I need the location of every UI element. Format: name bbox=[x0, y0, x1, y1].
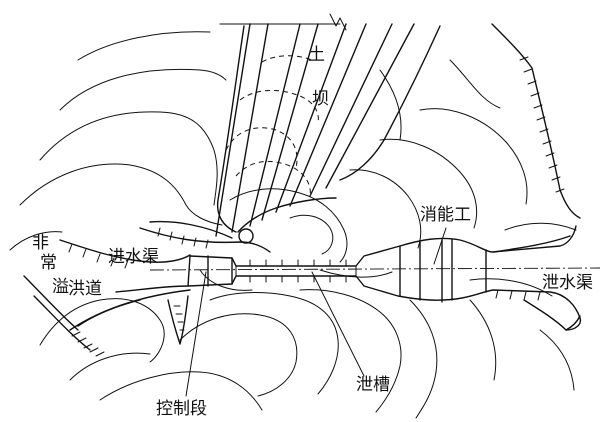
label-outlet-channel: 泄水渠 bbox=[542, 273, 593, 293]
spillway-lower-wall bbox=[187, 275, 582, 331]
outlet-tail bbox=[523, 299, 581, 331]
contour-line bbox=[409, 299, 438, 419]
contour-line bbox=[319, 269, 393, 278]
label-control-section: 控制段 bbox=[156, 399, 207, 419]
inlet-left-upper-bank bbox=[59, 239, 191, 263]
chute-wall-hatch bbox=[249, 275, 347, 283]
leader-chute bbox=[311, 271, 365, 377]
inlet-upper-bank bbox=[139, 227, 271, 253]
contour-line bbox=[19, 163, 223, 226]
emergency-inner-bank bbox=[77, 299, 141, 327]
earth-dam bbox=[215, 13, 441, 244]
label-energy-dissipator: 消能工 bbox=[420, 205, 471, 225]
spillway-upper-wall bbox=[189, 225, 577, 267]
dam-berm-line bbox=[325, 23, 415, 189]
dam-dashed-contour bbox=[235, 160, 311, 197]
label-chute: 泄槽 bbox=[356, 375, 390, 395]
label-dam-char1: 土 bbox=[308, 45, 325, 65]
label-inlet-channel: 进水渠 bbox=[108, 247, 159, 267]
label-emergency-char1: 非 bbox=[32, 233, 49, 253]
label-flood-road: 洪道 bbox=[68, 279, 102, 299]
emergency-hatching bbox=[71, 331, 105, 357]
contour-line bbox=[299, 289, 402, 413]
break-mark bbox=[329, 13, 347, 31]
leader-dissipator bbox=[433, 227, 447, 265]
contour-line bbox=[99, 371, 263, 411]
contour-line bbox=[179, 313, 298, 397]
cliff-outline bbox=[491, 23, 581, 219]
dam-crest-line bbox=[215, 23, 251, 237]
cliff-top-line bbox=[504, 222, 577, 231]
emergency-left-slope bbox=[23, 275, 79, 331]
label-emergency-char3: 溢 bbox=[52, 277, 69, 297]
contour-line bbox=[209, 292, 339, 395]
cliff-hatching bbox=[519, 56, 565, 193]
contour-line bbox=[379, 69, 402, 141]
contour-line bbox=[289, 214, 334, 255]
contour-line bbox=[379, 138, 478, 229]
dam-berm-line bbox=[289, 23, 367, 207]
emergency-wedge-hatch bbox=[173, 305, 185, 331]
contour-line bbox=[419, 108, 528, 205]
inlet-left-hatching bbox=[68, 243, 129, 269]
inlet-channel bbox=[59, 220, 271, 293]
inlet-upper-lip bbox=[149, 220, 233, 239]
right-cliff bbox=[491, 23, 581, 231]
dam-dashed-contour bbox=[261, 55, 313, 63]
text-labels: 土 坝 非 常 溢 洪道 进水渠 消能工 泄水渠 泄槽 控制段 bbox=[32, 45, 593, 419]
inlet-hatching bbox=[157, 227, 209, 249]
contour-line bbox=[539, 329, 575, 391]
dam-berm-line bbox=[261, 23, 319, 221]
chute-wall-hatch bbox=[249, 259, 347, 267]
emergency-spillway bbox=[23, 275, 191, 357]
contour-line bbox=[199, 269, 253, 291]
outlet-upper-bank bbox=[493, 235, 571, 253]
inlet-lower-bank bbox=[115, 285, 189, 293]
contour-line bbox=[229, 188, 348, 263]
contour-line bbox=[59, 68, 227, 111]
terrain-contours bbox=[9, 31, 575, 419]
contour-line bbox=[469, 299, 497, 381]
dam-toe-wall bbox=[237, 197, 337, 233]
leader-lines bbox=[185, 227, 447, 397]
dam-berm-line bbox=[231, 23, 269, 233]
dam-downstream-slope bbox=[339, 25, 441, 181]
emergency-left-slope-2 bbox=[33, 295, 91, 351]
dam-berm-line bbox=[275, 23, 347, 213]
contour-line bbox=[449, 59, 501, 109]
contour-line bbox=[77, 31, 211, 61]
control-gate-line bbox=[187, 255, 191, 287]
dam-abutment-node bbox=[238, 228, 254, 244]
contour-line bbox=[39, 111, 218, 206]
leader-control-section bbox=[185, 271, 207, 397]
contour-line bbox=[9, 231, 63, 251]
dam-upstream-slope bbox=[216, 25, 245, 233]
main-spillway bbox=[149, 225, 601, 331]
emergency-wedge bbox=[167, 295, 189, 345]
spillway-axis bbox=[149, 267, 601, 271]
label-dam-char2: 坝 bbox=[312, 89, 329, 109]
contour-line bbox=[69, 352, 151, 381]
dam-dashed-contour bbox=[225, 127, 298, 169]
outlet-hatching bbox=[495, 289, 541, 301]
label-emergency-char2: 常 bbox=[40, 253, 57, 273]
dam-berm-line bbox=[249, 23, 301, 227]
dam-berm-line bbox=[309, 23, 393, 197]
contour-line bbox=[349, 169, 422, 249]
